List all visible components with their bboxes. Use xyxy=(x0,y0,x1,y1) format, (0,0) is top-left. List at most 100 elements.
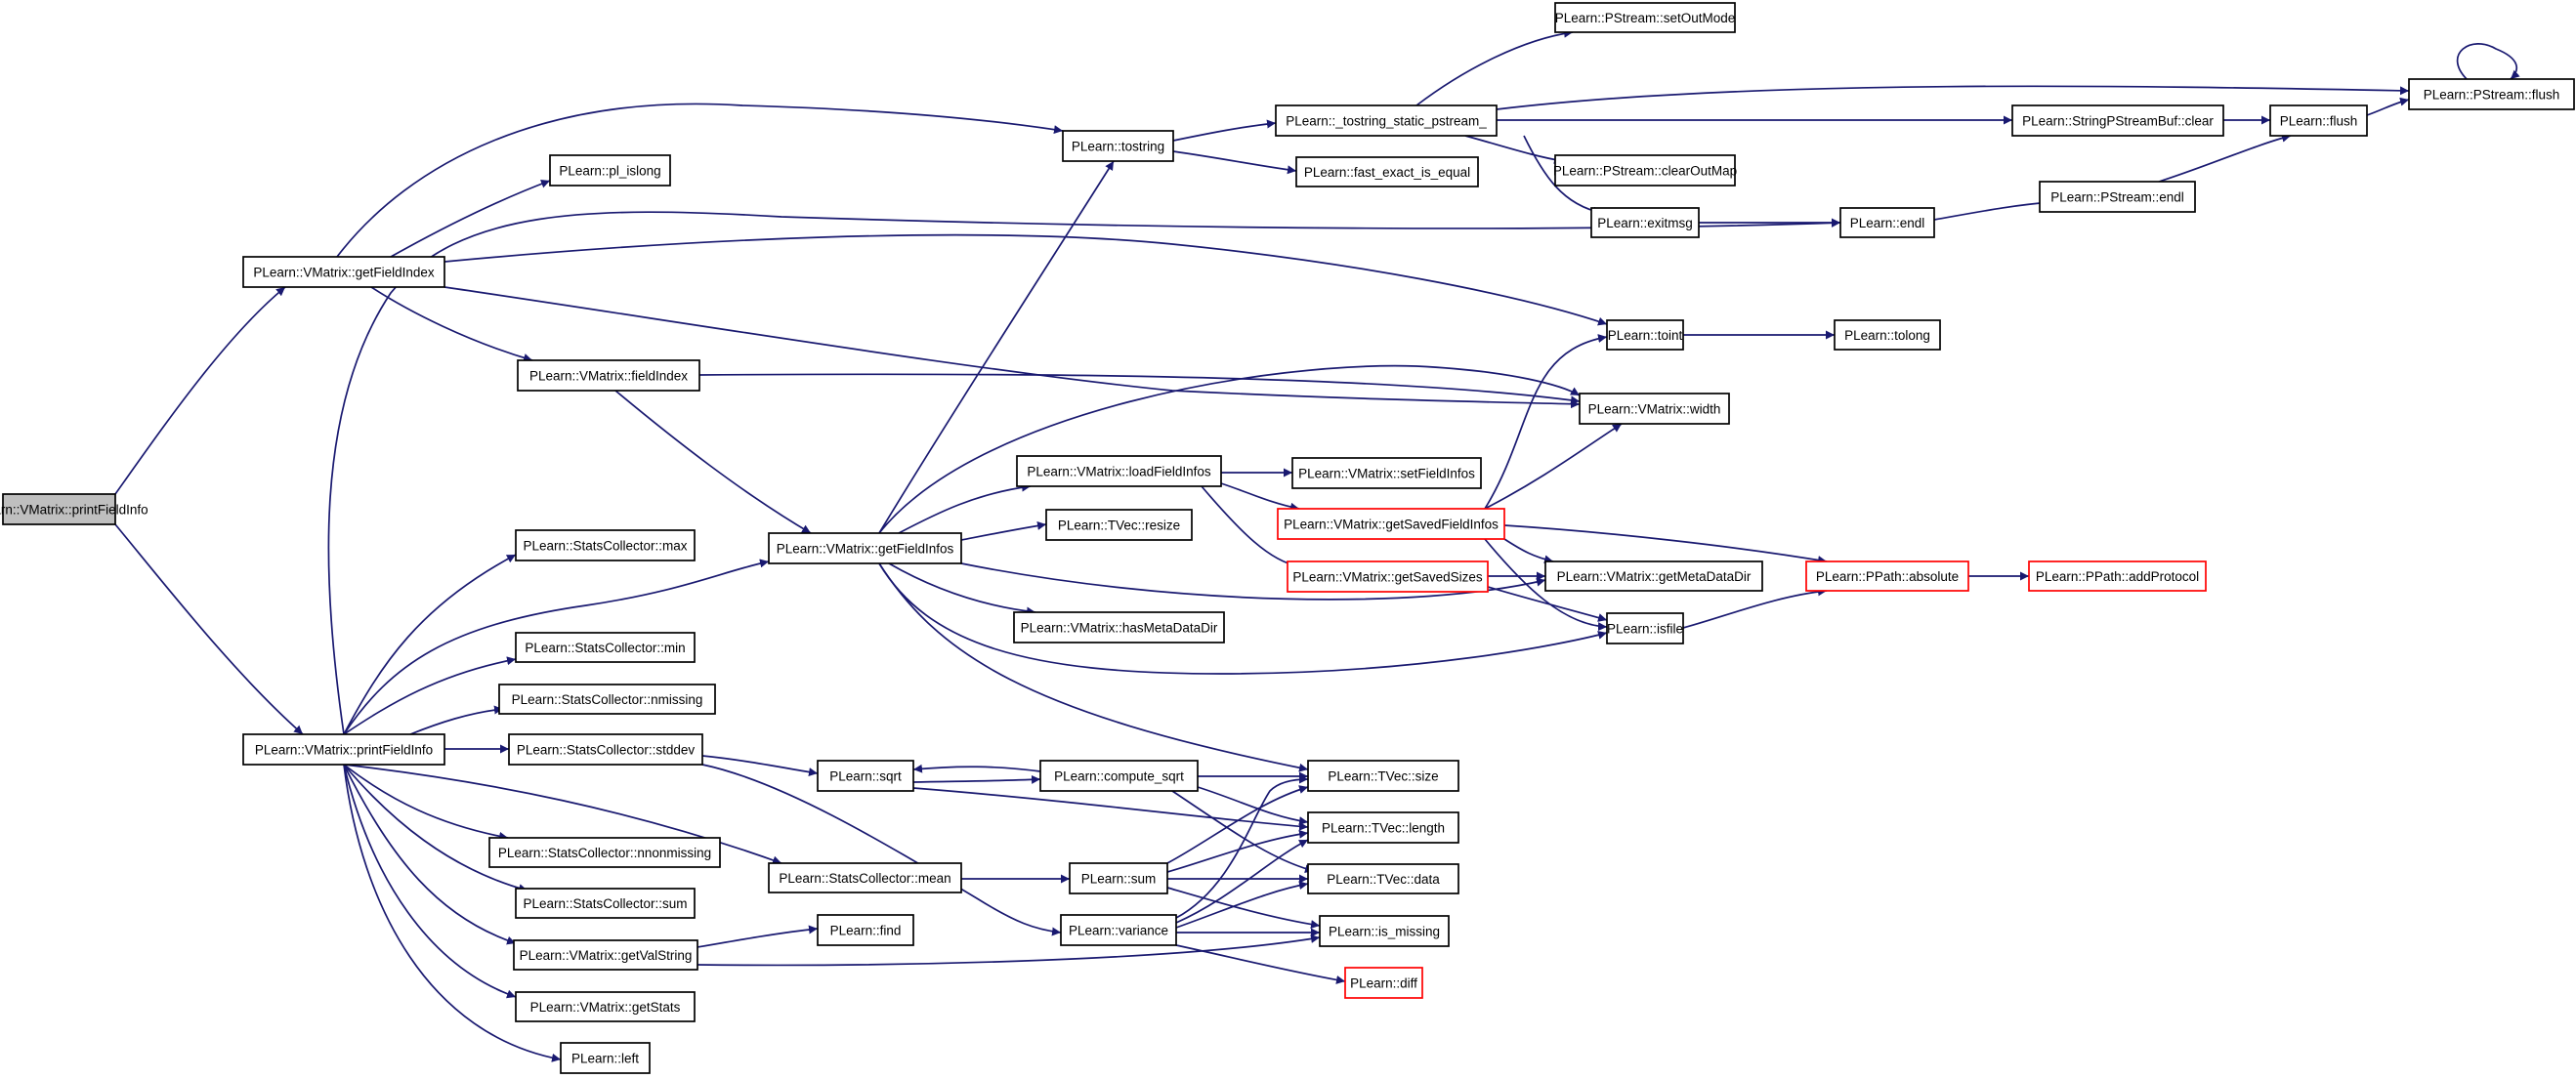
node-SPSBclear[interactable]: PLearn::StringPStreamBuf::clear xyxy=(2011,104,2224,137)
node-tostring[interactable]: PLearn::tostring xyxy=(1062,130,1174,162)
node-getSavedSizes[interactable]: PLearn::VMatrix::getSavedSizes xyxy=(1287,560,1489,593)
node-box[interactable] xyxy=(1307,863,1459,894)
node-box[interactable] xyxy=(549,154,671,187)
node-stddev[interactable]: PLearn::StatsCollector::stddev xyxy=(508,733,703,766)
node-left[interactable]: PLearn::left xyxy=(560,1042,651,1074)
node-fieldIndex[interactable]: PLearn::VMatrix::fieldIndex xyxy=(517,359,700,392)
node-box[interactable] xyxy=(1275,104,1498,137)
node-box[interactable] xyxy=(560,1042,651,1074)
node-box[interactable] xyxy=(768,532,962,564)
node-is_missing[interactable]: PLearn::is_missing xyxy=(1319,915,1450,947)
node-box[interactable] xyxy=(2,493,116,525)
node-box[interactable] xyxy=(515,991,696,1022)
node-min[interactable]: PLearn::StatsCollector::min xyxy=(515,632,696,663)
node-sumSC[interactable]: PLearn::StatsCollector::sum xyxy=(515,888,696,919)
node-getSavedFieldInfos[interactable]: PLearn::VMatrix::getSavedFieldInfos xyxy=(1277,508,1505,540)
node-box[interactable] xyxy=(1295,156,1479,187)
node-sum[interactable]: PLearn::sum xyxy=(1069,862,1168,894)
node-box[interactable] xyxy=(1805,560,1969,592)
node-box[interactable] xyxy=(768,862,962,893)
node-box[interactable] xyxy=(513,939,698,971)
node-compute_sqrt[interactable]: PLearn::compute_sqrt xyxy=(1039,760,1199,792)
node-PSendl[interactable]: PLearn::PStream::endl xyxy=(2039,181,2196,213)
node-hasMetaDataDir[interactable]: PLearn::VMatrix::hasMetaDataDir xyxy=(1013,611,1225,643)
node-box[interactable] xyxy=(817,760,914,792)
node-size[interactable]: PLearn::TVec::size xyxy=(1307,760,1459,792)
node-max[interactable]: PLearn::StatsCollector::max xyxy=(515,529,696,561)
node-sqrt[interactable]: PLearn::sqrt xyxy=(817,760,914,792)
node-box[interactable] xyxy=(1013,611,1225,643)
node-box[interactable] xyxy=(515,529,696,561)
node-box[interactable] xyxy=(1287,560,1489,593)
node-box[interactable] xyxy=(1045,509,1193,541)
node-box[interactable] xyxy=(1039,760,1199,792)
node-box[interactable] xyxy=(1579,393,1730,425)
node-box[interactable] xyxy=(2039,181,2196,213)
node-pl_islong[interactable]: PLearn::pl_islong xyxy=(549,154,671,187)
node-printFieldInfo2[interactable]: PLearn::VMatrix::printFieldInfo xyxy=(242,733,445,766)
node-box[interactable] xyxy=(1606,319,1684,351)
node-toint[interactable]: PLearn::toint xyxy=(1606,319,1684,351)
node-box[interactable] xyxy=(488,837,721,868)
node-box[interactable] xyxy=(1344,967,1423,999)
node-width[interactable]: PLearn::VMatrix::width xyxy=(1579,393,1730,425)
node-box[interactable] xyxy=(1060,914,1177,946)
node-box[interactable] xyxy=(1307,811,1459,844)
node-getValString[interactable]: PLearn::VMatrix::getValString xyxy=(513,939,698,971)
node-box[interactable] xyxy=(242,256,445,288)
node-exitmsg[interactable]: PLearn::exitmsg xyxy=(1590,207,1700,238)
node-box[interactable] xyxy=(817,914,914,946)
node-length[interactable]: PLearn::TVec::length xyxy=(1307,811,1459,844)
node-nmissing[interactable]: PLearn::StatsCollector::nmissing xyxy=(498,684,716,715)
node-isfile[interactable]: PLearn::isfile xyxy=(1606,612,1684,644)
node-box[interactable] xyxy=(1307,760,1459,792)
node-box[interactable] xyxy=(1839,207,1935,238)
node-box[interactable] xyxy=(1554,154,1736,187)
node-flush[interactable]: PLearn::flush xyxy=(2269,104,2368,137)
node-box[interactable] xyxy=(2269,104,2368,137)
node-setOutMode[interactable]: PLearn::PStream::setOutMode xyxy=(1554,2,1736,33)
node-fast_exact[interactable]: PLearn::fast_exact_is_equal xyxy=(1295,156,1479,187)
node-setFieldInfos[interactable]: PLearn::VMatrix::setFieldInfos xyxy=(1291,457,1482,489)
node-getFieldInfos[interactable]: PLearn::VMatrix::getFieldInfos xyxy=(768,532,962,564)
node-endl[interactable]: PLearn::endl xyxy=(1839,207,1935,238)
node-box[interactable] xyxy=(1319,915,1450,947)
node-box[interactable] xyxy=(1606,612,1684,644)
node-tostring_static[interactable]: PLearn::_tostring_static_pstream_ xyxy=(1275,104,1498,137)
node-box[interactable] xyxy=(508,733,703,766)
node-getStats[interactable]: PLearn::VMatrix::getStats xyxy=(515,991,696,1022)
node-variance[interactable]: PLearn::variance xyxy=(1060,914,1177,946)
node-mean[interactable]: PLearn::StatsCollector::mean xyxy=(768,862,962,893)
node-box[interactable] xyxy=(515,888,696,919)
node-box[interactable] xyxy=(517,359,700,392)
node-getMetaDataDir[interactable]: PLearn::VMatrix::getMetaDataDir xyxy=(1544,560,1763,592)
node-addProtocol[interactable]: PLearn::PPath::addProtocol xyxy=(2028,560,2207,592)
node-box[interactable] xyxy=(498,684,716,715)
node-data[interactable]: PLearn::TVec::data xyxy=(1307,863,1459,894)
node-box[interactable] xyxy=(1277,508,1505,540)
node-box[interactable] xyxy=(1291,457,1482,489)
node-box[interactable] xyxy=(2011,104,2224,137)
node-loadFieldInfos[interactable]: PLearn::VMatrix::loadFieldInfos xyxy=(1016,455,1222,487)
node-find[interactable]: PLearn::find xyxy=(817,914,914,946)
node-box[interactable] xyxy=(242,733,445,766)
node-box[interactable] xyxy=(2408,78,2575,110)
node-box[interactable] xyxy=(1554,2,1736,33)
node-box[interactable] xyxy=(1069,862,1168,894)
node-box[interactable] xyxy=(1544,560,1763,592)
node-diff[interactable]: PLearn::diff xyxy=(1344,967,1423,999)
node-PSflush[interactable]: PLearn::PStream::flush xyxy=(2408,78,2575,110)
node-box[interactable] xyxy=(515,632,696,663)
node-root[interactable]: PLearn::VMatrix::printFieldInfo xyxy=(0,493,148,525)
node-box[interactable] xyxy=(1834,319,1941,351)
node-box[interactable] xyxy=(2028,560,2207,592)
node-tolong[interactable]: PLearn::tolong xyxy=(1834,319,1941,351)
node-box[interactable] xyxy=(1590,207,1700,238)
node-absolute[interactable]: PLearn::PPath::absolute xyxy=(1805,560,1969,592)
node-clearOutMap[interactable]: PLearn::PStream::clearOutMap xyxy=(1553,154,1737,187)
node-resize[interactable]: PLearn::TVec::resize xyxy=(1045,509,1193,541)
node-nnonmissing[interactable]: PLearn::StatsCollector::nnonmissing xyxy=(488,837,721,868)
node-box[interactable] xyxy=(1062,130,1174,162)
node-box[interactable] xyxy=(1016,455,1222,487)
node-getFieldIndex[interactable]: PLearn::VMatrix::getFieldIndex xyxy=(242,256,445,288)
